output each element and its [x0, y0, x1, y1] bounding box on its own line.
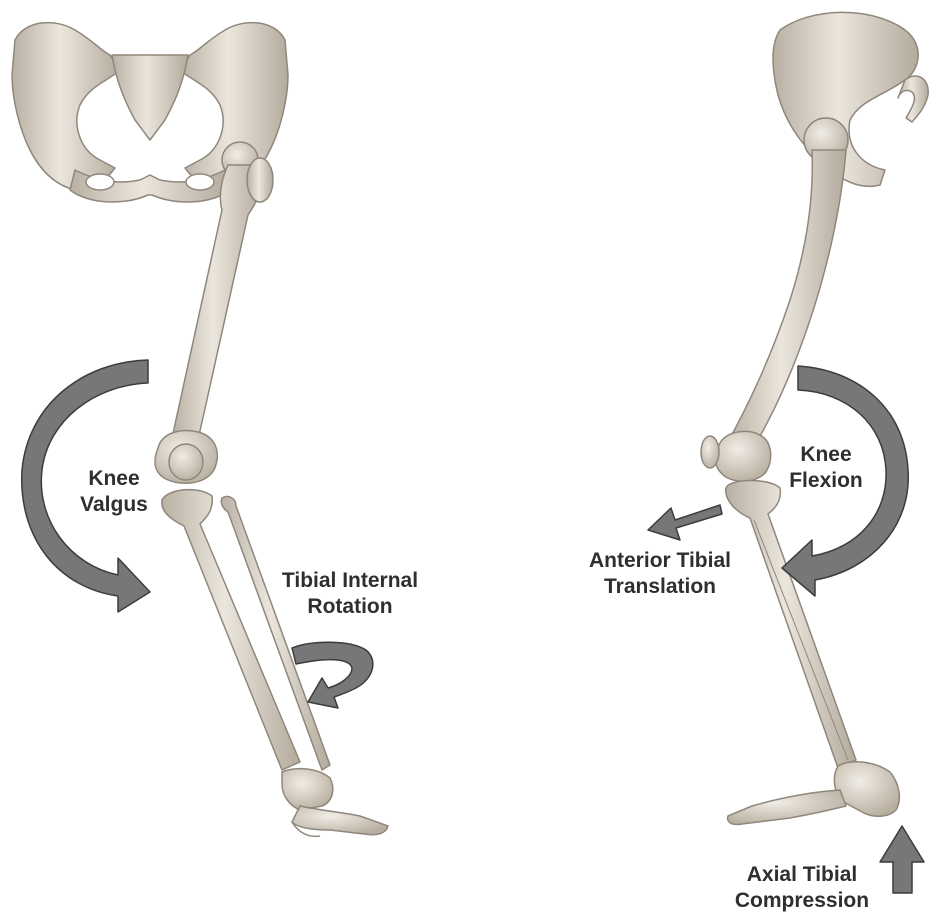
label-line: Axial Tibial — [746, 863, 858, 886]
label-axial-tibial-compression: Axial Tibial Compression — [716, 862, 888, 914]
label-line: Rotation — [307, 595, 393, 618]
front-view-skeleton — [11, 21, 389, 838]
tibia-fibula-front — [161, 488, 331, 771]
label-knee-valgus: Knee Valgus — [64, 466, 164, 518]
label-line: Knee — [88, 467, 140, 490]
pelvis-side — [772, 11, 929, 187]
side-view-skeleton — [700, 11, 929, 826]
label-line: Compression — [734, 889, 870, 912]
patella-side — [700, 435, 720, 469]
axial-compression-arrow — [879, 825, 925, 894]
foot-side — [726, 760, 901, 826]
tibia-side — [725, 479, 857, 769]
label-knee-flexion: Knee Flexion — [776, 442, 876, 494]
anterior-translation-arrow — [647, 504, 723, 541]
label-anterior-tibial-translation: Anterior Tibial Translation — [562, 548, 758, 600]
patella-front — [168, 443, 204, 481]
label-line: Valgus — [80, 493, 148, 516]
label-line: Tibial Internal — [281, 569, 419, 592]
knee-valgus-arrow — [21, 359, 151, 613]
foot-front — [281, 767, 389, 838]
knee-flexion-arrow — [781, 365, 909, 597]
label-line: Flexion — [789, 469, 863, 492]
femur-side — [714, 117, 849, 482]
label-tibial-internal-rotation: Tibial Internal Rotation — [260, 568, 440, 620]
tibial-rotation-arrow — [291, 641, 374, 709]
pelvis-front — [11, 21, 289, 203]
label-line: Translation — [603, 575, 717, 598]
label-line: Anterior Tibial — [589, 549, 731, 572]
label-line: Knee — [800, 443, 852, 466]
